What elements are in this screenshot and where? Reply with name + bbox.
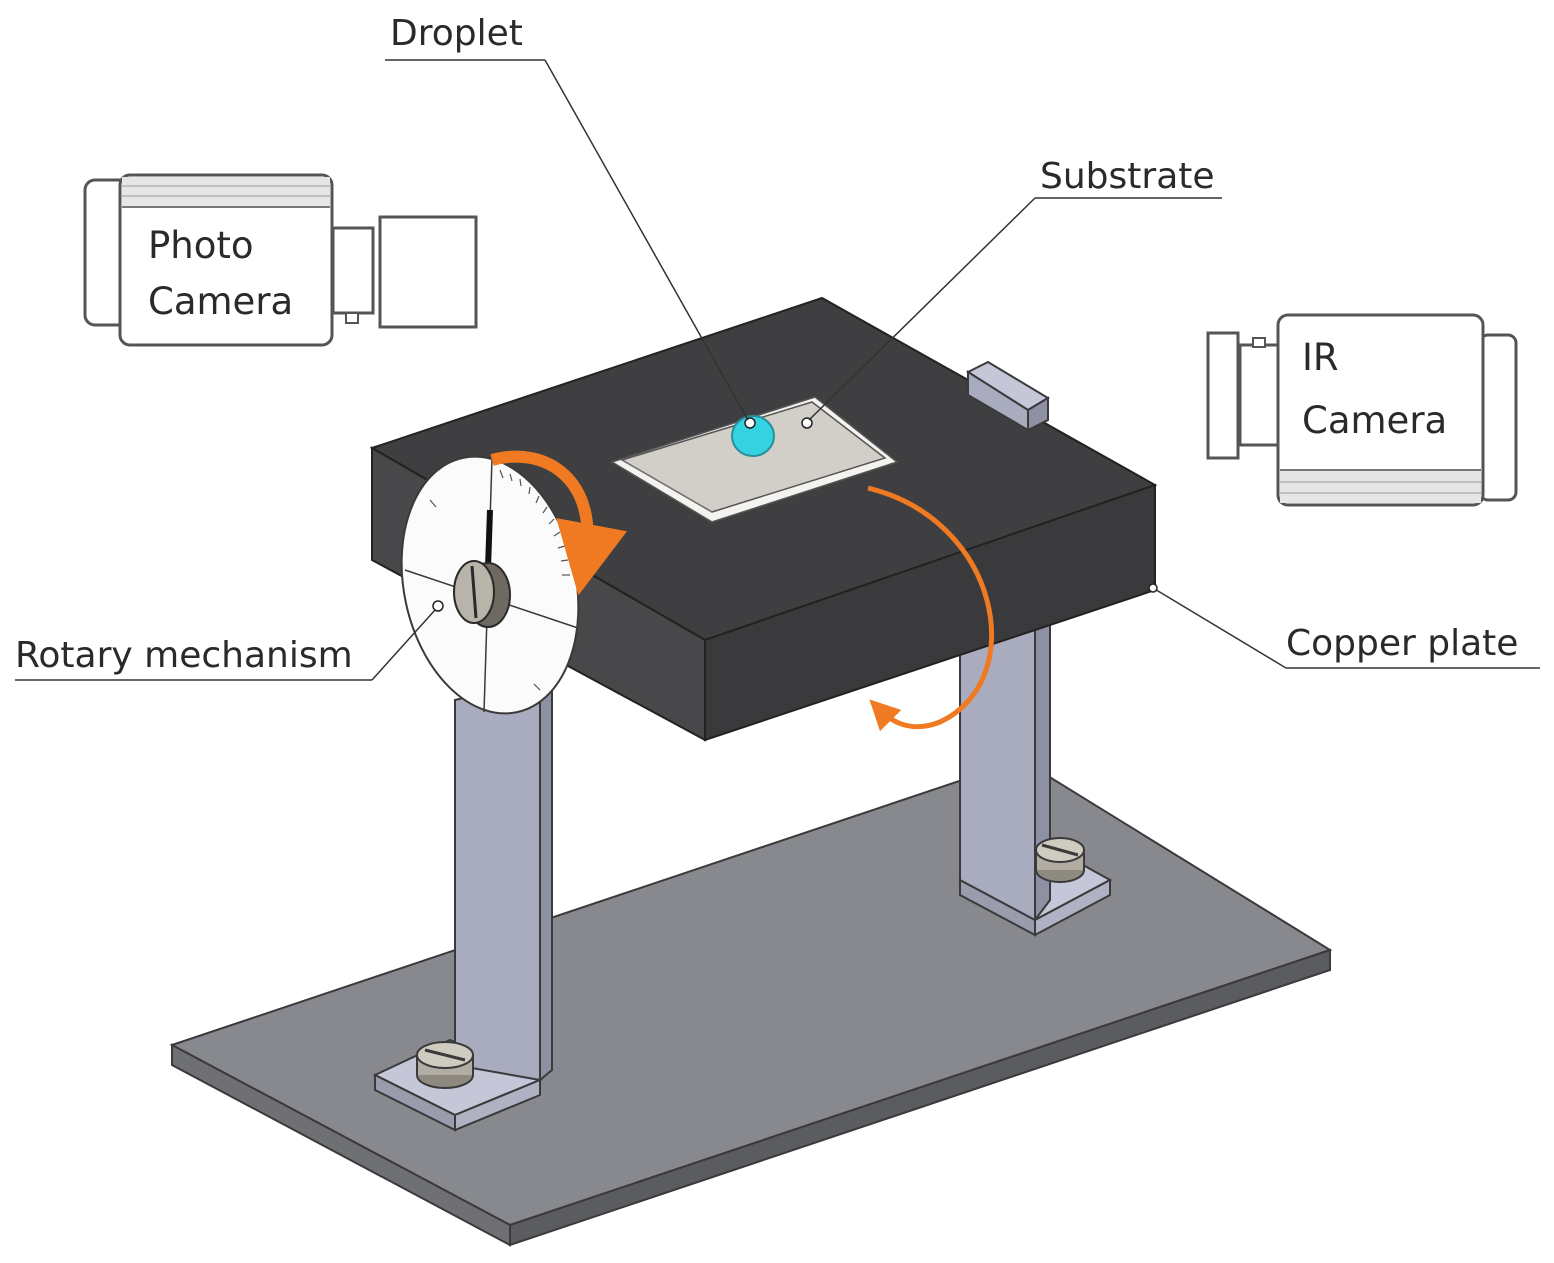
right-support-bracket — [958, 588, 1113, 937]
back-clamp — [965, 360, 1050, 432]
ir-camera-icon: IR Camera — [1206, 313, 1518, 507]
rotation-arrow-plate — [867, 485, 995, 732]
base-plate — [169, 758, 1333, 1247]
copper-plate-label: Copper plate — [1286, 623, 1518, 664]
left-screw — [416, 1041, 474, 1089]
droplet-label: Droplet — [390, 13, 523, 54]
substrate-label: Substrate — [1040, 156, 1215, 197]
photo-camera-label-line1: Photo — [148, 224, 254, 267]
ir-camera-label-line1: IR — [1302, 336, 1339, 379]
copper-plate-callout: Copper plate — [1148, 583, 1540, 669]
ir-camera-label-line2: Camera — [1302, 399, 1447, 442]
photo-camera-label-line2: Camera — [148, 280, 293, 323]
right-screw — [1035, 837, 1085, 883]
droplet — [731, 415, 775, 457]
rotary-dial — [400, 455, 580, 715]
rotation-arrow-dial — [490, 450, 627, 596]
droplet-callout: Droplet — [385, 13, 749, 421]
rotary-mechanism-label: Rotary mechanism — [15, 635, 353, 676]
substrate-callout: Substrate — [808, 156, 1222, 421]
photo-camera-icon: Photo Camera — [83, 173, 478, 347]
rotary-mechanism-callout: Rotary mechanism — [15, 609, 436, 681]
